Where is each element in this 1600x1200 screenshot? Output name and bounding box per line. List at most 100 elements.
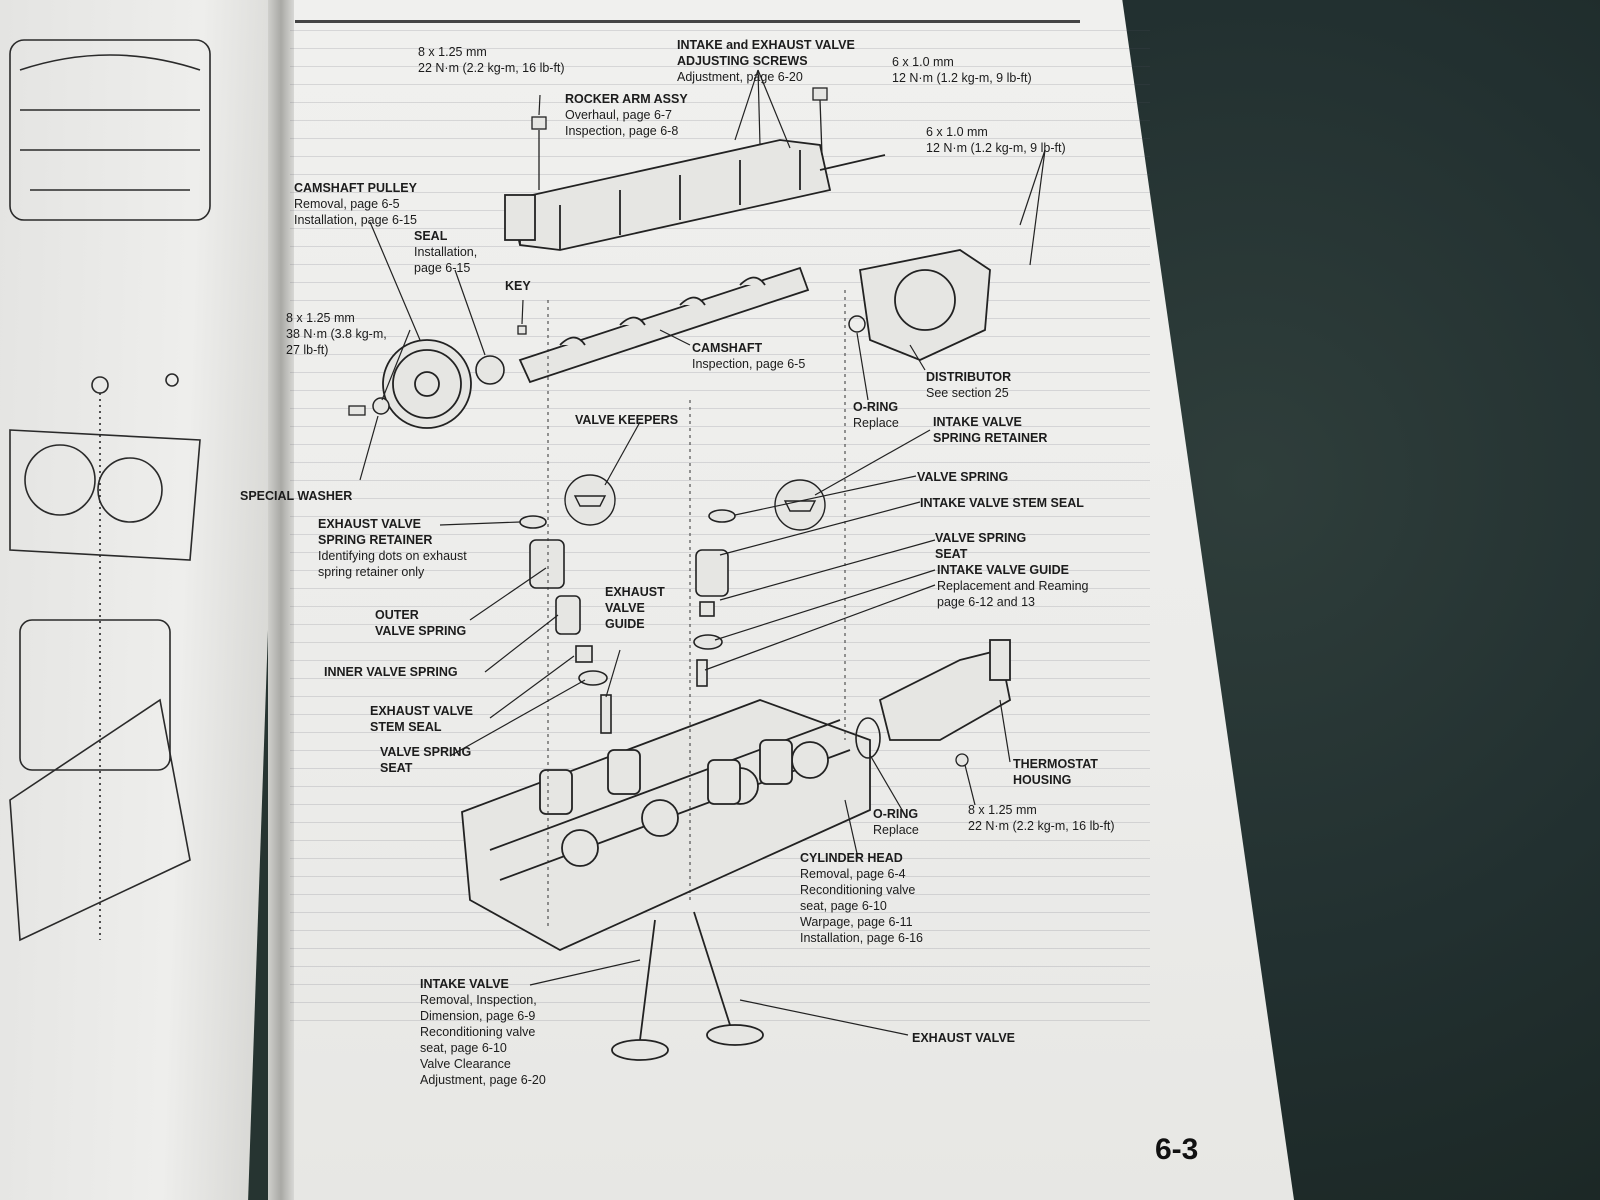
label-intake-retainer: INTAKE VALVE SPRING RETAINER (933, 414, 1047, 446)
title: HOUSING (1013, 773, 1072, 787)
text: Replace (873, 823, 919, 837)
title: ADJUSTING SCREWS (677, 54, 808, 68)
left-page-sketches (9, 39, 211, 942)
title: VALVE SPRING (380, 745, 472, 759)
title: DISTRIBUTOR (926, 370, 1012, 384)
text: Adjustment, page 6-20 (677, 70, 803, 84)
title: O-RING (853, 400, 899, 414)
label-bolt-right-mid: 6 x 1.0 mm 12 N·m (1.2 kg-m, 9 lb-ft) (926, 124, 1066, 156)
text: 6 x 1.0 mm (892, 55, 954, 69)
label-bolt-thermostat: 8 x 1.25 mm 22 N·m (2.2 kg-m, 16 lb-ft) (968, 802, 1115, 834)
text: 8 x 1.25 mm (968, 803, 1037, 817)
thermostat-housing-part (878, 639, 1012, 741)
label-camshaft-pulley: CAMSHAFT PULLEY Removal, page 6-5 Instal… (294, 180, 417, 228)
label-bolt-top: 8 x 1.25 mm 22 N·m (2.2 kg-m, 16 lb-ft) (418, 44, 565, 76)
intake-guide-part (696, 659, 708, 687)
special-washer-part (372, 397, 390, 415)
title: THERMOSTAT (1013, 757, 1098, 771)
text: 8 x 1.25 mm (286, 311, 355, 325)
title: SPECIAL WASHER (240, 489, 353, 503)
text: 6 x 1.0 mm (926, 125, 988, 139)
exhaust-valve-stack (519, 515, 612, 734)
text: Warpage, page 6-11 (800, 915, 913, 929)
o-ring-distributor (848, 315, 866, 333)
text: seat, page 6-10 (800, 899, 887, 913)
title: EXHAUST (605, 585, 665, 599)
seal-part (475, 355, 505, 385)
label-distributor: DISTRIBUTOR See section 25 (926, 369, 1011, 401)
text: Removal, page 6-4 (800, 867, 906, 881)
text: page 6-15 (414, 261, 471, 275)
title: INTAKE and EXHAUST VALVE (677, 38, 855, 52)
text: Reconditioning valve (420, 1025, 536, 1039)
exhaust-retainer-part (519, 515, 547, 529)
label-exhaust-stem-seal: EXHAUST VALVE STEM SEAL (370, 703, 473, 735)
rocker-shaft (508, 139, 832, 251)
text: seat, page 6-10 (420, 1041, 507, 1055)
key-part (517, 325, 527, 335)
pulley-bolt (348, 405, 366, 416)
title: VALVE (605, 601, 645, 615)
title: INNER VALVE SPRING (324, 665, 458, 679)
title: INTAKE VALVE (420, 977, 509, 991)
intake-valve-part (611, 919, 669, 1061)
rocker-end-bracket (504, 194, 536, 241)
title: SEAL (414, 229, 448, 243)
exhaust-stem-seal-part (575, 645, 593, 663)
text: Installation, page 6-16 (800, 931, 924, 945)
text: Replacement and Reaming (937, 579, 1089, 593)
title: ROCKER ARM ASSY (565, 92, 688, 106)
text: Removal, page 6-5 (294, 197, 400, 211)
text: Valve Clearance (420, 1057, 511, 1071)
text: 38 N·m (3.8 kg-m, (286, 327, 387, 341)
text: 12 N·m (1.2 kg-m, 9 lb-ft) (926, 141, 1066, 155)
text: 27 lb-ft) (286, 343, 329, 357)
label-seal: SEAL Installation, page 6-15 (414, 228, 477, 276)
title: VALVE SPRING (917, 470, 1009, 484)
title: VALVE SPRING (375, 624, 467, 638)
title: INTAKE VALVE STEM SEAL (920, 496, 1084, 510)
title: STEM SEAL (370, 720, 442, 734)
text: Overhaul, page 6-7 (565, 108, 673, 122)
camshaft-part (518, 266, 810, 384)
label-thermostat: THERMOSTAT HOUSING (1013, 756, 1098, 788)
text: page 6-12 and 13 (937, 595, 1036, 609)
label-exhaust-guide: EXHAUST VALVE GUIDE (605, 584, 665, 632)
text: Inspection, page 6-8 (565, 124, 679, 138)
title: KEY (505, 279, 531, 293)
text: spring retainer only (318, 565, 425, 579)
exhaust-valve-part (693, 911, 764, 1046)
title: CAMSHAFT PULLEY (294, 181, 417, 195)
distributor-part (858, 249, 991, 361)
label-valve-keepers: VALVE KEEPERS (575, 412, 678, 428)
label-valve-spring: VALVE SPRING (917, 469, 1008, 485)
title: CAMSHAFT (692, 341, 763, 355)
label-o-ring-distributor: O-RING Replace (853, 399, 899, 431)
text: Adjustment, page 6-20 (420, 1073, 546, 1087)
label-key: KEY (505, 278, 531, 294)
label-intake-guide: INTAKE VALVE GUIDE Replacement and Reami… (937, 562, 1088, 610)
label-intake-stem-seal: INTAKE VALVE STEM SEAL (920, 495, 1084, 511)
title: EXHAUST VALVE (370, 704, 474, 718)
title: SPRING RETAINER (318, 533, 433, 547)
title: VALVE SPRING (935, 531, 1027, 545)
label-rocker-arm: ROCKER ARM ASSY Overhaul, page 6-7 Inspe… (565, 91, 688, 139)
label-special-washer: SPECIAL WASHER (240, 488, 352, 504)
bolt-right-top (812, 87, 828, 156)
text: Identifying dots on exhaust (318, 549, 467, 563)
assembly-guide-lines (547, 290, 846, 930)
title: EXHAUST VALVE (318, 517, 422, 531)
label-valve-spring-seat-left: VALVE SPRING SEAT (380, 744, 471, 776)
intake-stem-seal-part (699, 601, 715, 617)
title: EXHAUST VALVE (912, 1031, 1016, 1045)
left-gasket-hole (24, 444, 96, 516)
title: INTAKE VALVE GUIDE (937, 563, 1069, 577)
label-inner-spring: INNER VALVE SPRING (324, 664, 458, 680)
text: Installation, (414, 245, 478, 259)
left-head-sketch (19, 619, 171, 771)
camshaft-pulley-part (382, 339, 472, 429)
title: GUIDE (605, 617, 645, 631)
title: CYLINDER HEAD (800, 851, 903, 865)
exhaust-guide-part (600, 694, 612, 734)
